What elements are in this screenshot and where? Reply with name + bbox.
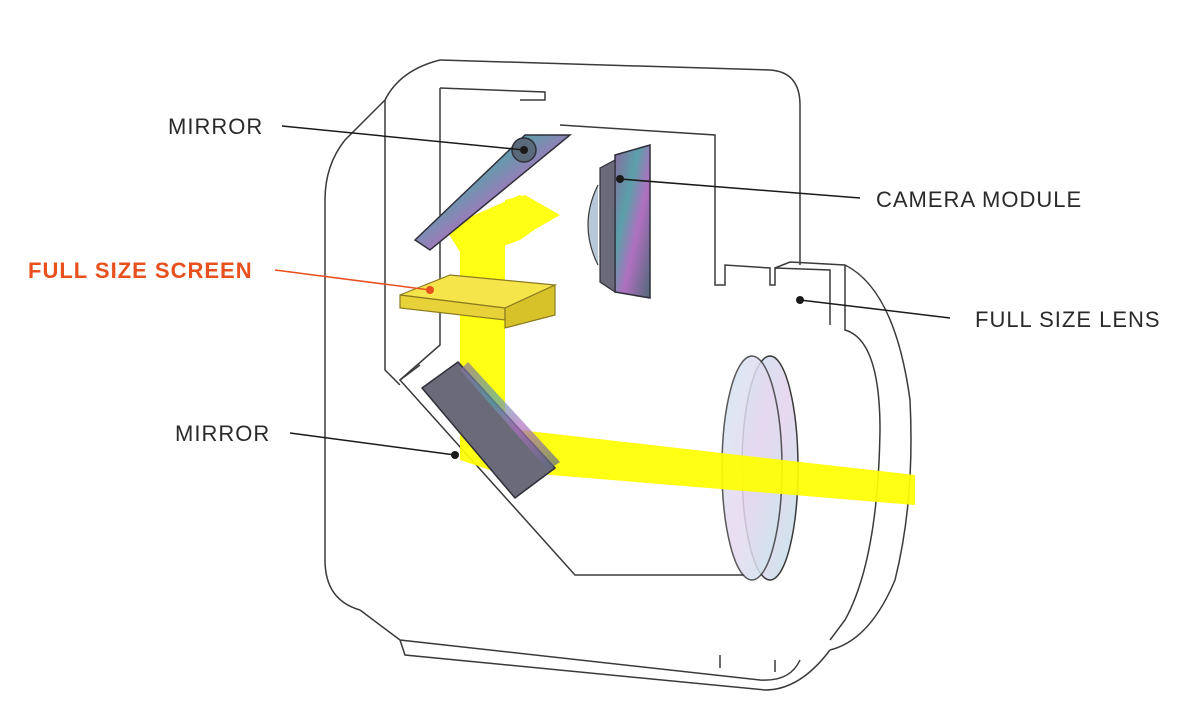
label-full-size-lens: FULL SIZE LENS: [975, 307, 1161, 332]
label-camera-module: CAMERA MODULE: [876, 187, 1083, 212]
label-mirror-top: MIRROR: [168, 114, 264, 139]
full-size-screen-dot: [426, 286, 434, 294]
camera-body-outline: [324, 59, 912, 691]
label-mirror-bottom: MIRROR: [175, 421, 271, 446]
camera-module: [587, 144, 651, 299]
mirror-top-dot: [520, 146, 528, 154]
mirror-bottom-dot: [451, 451, 459, 459]
label-full-size-screen: FULL SIZE SCREEN: [28, 258, 253, 283]
top-mirror: [413, 134, 573, 251]
bottom-mirror: [420, 361, 560, 500]
full-size-screen: [399, 274, 558, 329]
full-size-lens-dot: [796, 296, 804, 304]
leader-lines: [274, 125, 951, 456]
leader-dots: [426, 146, 804, 459]
camera-module-dot: [616, 175, 624, 183]
